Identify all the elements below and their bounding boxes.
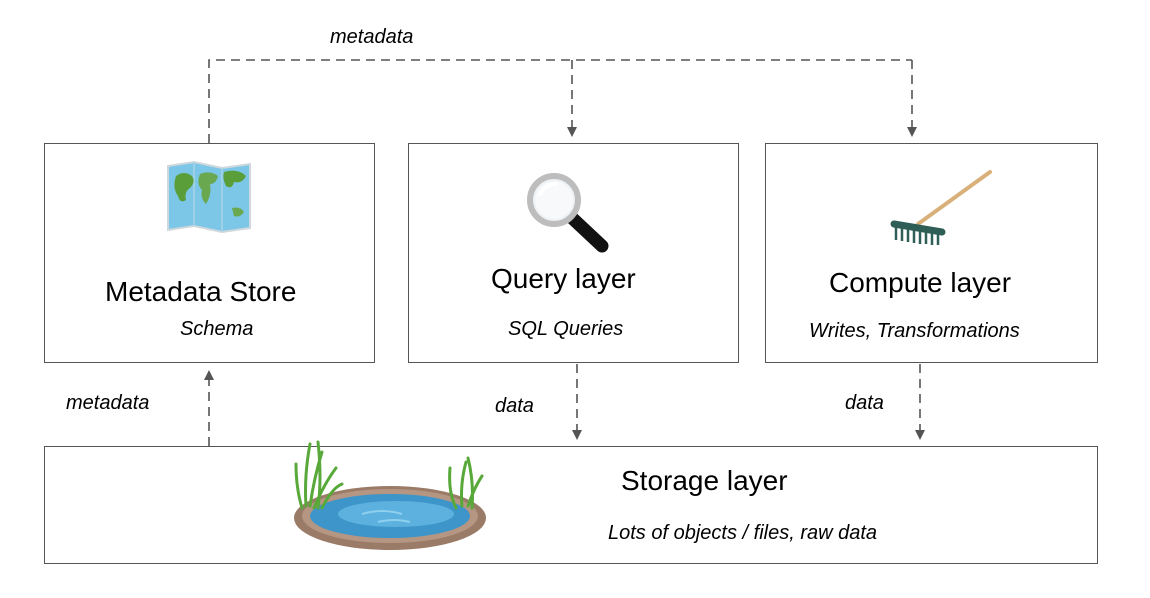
compute-layer-node [765, 143, 1098, 363]
query-layer-subtitle: SQL Queries [508, 318, 624, 340]
edge-label-metadata-left: metadata [66, 392, 150, 414]
metadata-bus-line [208, 59, 912, 143]
compute-layer-title: Compute layer [829, 267, 1012, 298]
storage-layer-title: Storage layer [621, 465, 788, 496]
storage-layer-subtitle: Lots of objects / files, raw data [608, 522, 878, 544]
metadata-store-subtitle: Schema [180, 318, 254, 340]
pond-icon [294, 440, 486, 550]
world-map-icon [167, 160, 251, 234]
edge-label-query-data: data [495, 395, 534, 417]
query-layer-node [408, 143, 739, 363]
magnifying-glass-icon [527, 173, 609, 253]
edge-label-metadata-top: metadata [330, 26, 414, 48]
compute-layer-subtitle: Writes, Transformations [809, 320, 1020, 342]
query-layer-title: Query layer [491, 263, 636, 294]
metadata-store-title: Metadata Store [105, 276, 297, 307]
edge-label-compute-data: data [845, 392, 884, 414]
storage-layer-node [44, 446, 1098, 564]
rake-icon [890, 170, 992, 245]
